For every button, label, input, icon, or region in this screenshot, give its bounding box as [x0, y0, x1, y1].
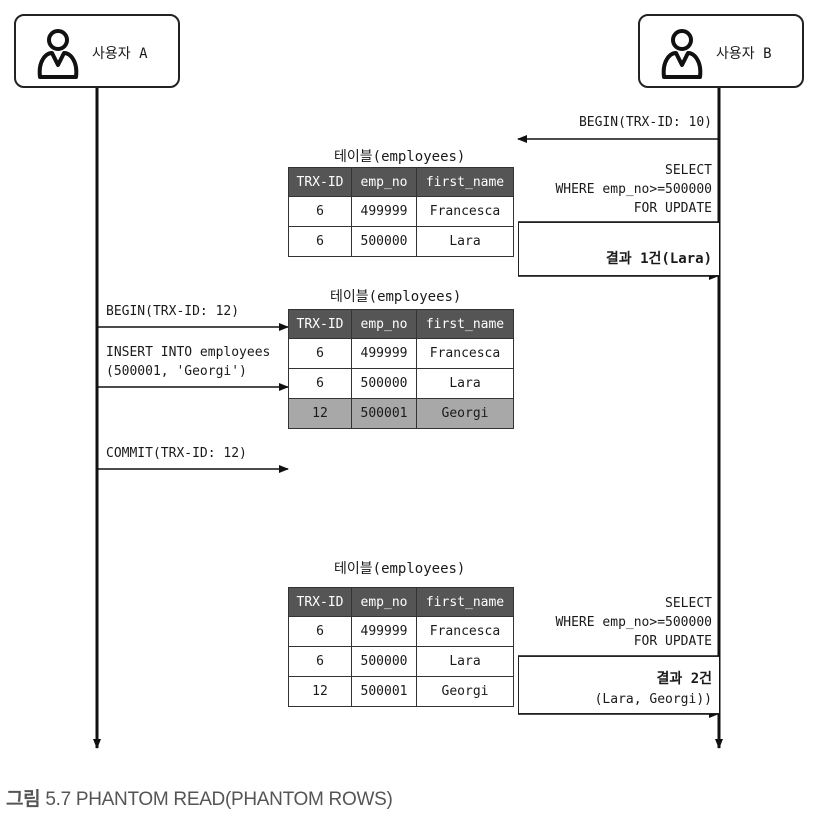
col-first-name: first_name [416, 309, 514, 339]
col-trx-id: TRX-ID [288, 167, 352, 197]
col-first-name: first_name [416, 587, 514, 617]
msg-b-result2-line1: 결과 2건 [656, 671, 713, 687]
col-trx-id: TRX-ID [288, 587, 352, 617]
table-row: 6 499999 Francesca [288, 616, 514, 647]
figure-caption-text: PHANTOM READ(PHANTOM ROWS) [75, 789, 393, 810]
actor-b-box: 사용자 B [638, 14, 804, 88]
col-emp-no: emp_no [351, 587, 417, 617]
table-row: 6 499999 Francesca [288, 196, 514, 227]
msg-b-begin: BEGIN(TRX-ID: 10) [578, 115, 712, 130]
figure-caption-label: 그림 [6, 789, 41, 810]
actor-a-label: 사용자 A [92, 46, 148, 62]
figure-caption: 그림 5.7 PHANTOM READ(PHANTOM ROWS) [6, 784, 393, 811]
table1-caption: 테이블(employees) [334, 149, 466, 165]
table-row-new: 12 500001 Georgi [288, 398, 514, 429]
msg-b-result1: 결과 1건(Lara) [605, 251, 712, 267]
user-icon [661, 29, 703, 79]
table-row: 6 500000 Lara [288, 646, 514, 677]
result1-box [518, 222, 719, 276]
actor-b-label: 사용자 B [716, 46, 772, 62]
msg-a-begin: BEGIN(TRX-ID: 12) [106, 304, 240, 319]
actor-a-box: 사용자 A [14, 14, 180, 88]
msg-b-select1: SELECT WHERE emp_no>=500000 FOR UPDATE [555, 163, 712, 216]
table2-caption: 테이블(employees) [330, 289, 462, 305]
msg-b-result2-line2: (Lara, Georgi)) [594, 692, 712, 707]
msg-a-insert: INSERT INTO employees (500001, 'Georgi') [106, 345, 271, 379]
col-first-name: first_name [416, 167, 514, 197]
msg-b-select2: SELECT WHERE emp_no>=500000 FOR UPDATE [555, 596, 712, 649]
table3: TRX-ID emp_no first_name 6 499999 France… [288, 587, 514, 707]
table-row: 12 500001 Georgi [288, 676, 514, 707]
col-emp-no: emp_no [351, 309, 417, 339]
col-emp-no: emp_no [351, 167, 417, 197]
col-trx-id: TRX-ID [288, 309, 352, 339]
table-row: 6 499999 Francesca [288, 338, 514, 369]
table1: TRX-ID emp_no first_name 6 499999 France… [288, 167, 514, 257]
table-row: 6 500000 Lara [288, 226, 514, 257]
table-row: 6 500000 Lara [288, 368, 514, 399]
table3-caption: 테이블(employees) [334, 561, 466, 577]
result2-box [518, 656, 719, 714]
user-icon [37, 29, 79, 79]
msg-a-commit: COMMIT(TRX-ID: 12) [106, 446, 247, 461]
table2: TRX-ID emp_no first_name 6 499999 France… [288, 309, 514, 429]
figure-caption-number: 5.7 [45, 789, 71, 810]
